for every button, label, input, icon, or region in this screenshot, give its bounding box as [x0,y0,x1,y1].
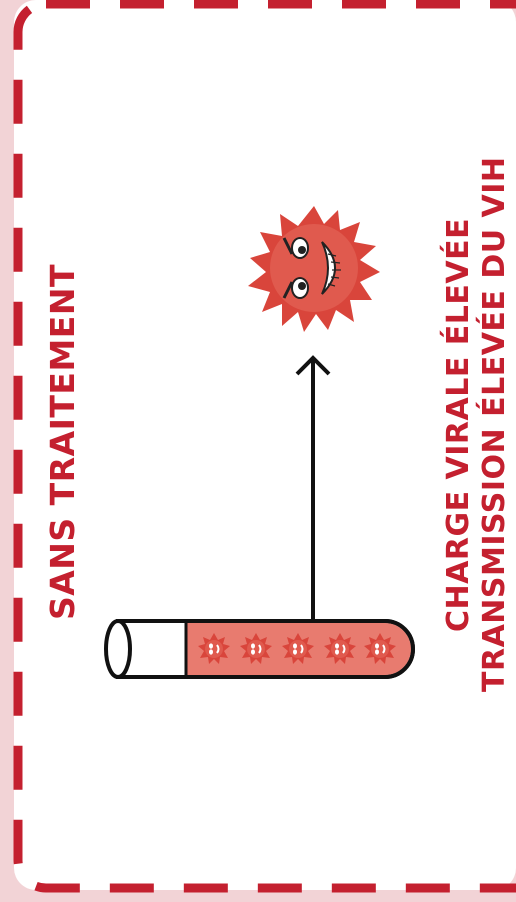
arrow-up-icon [297,358,329,620]
test-tube-icon [106,621,413,677]
virus-icon [248,206,380,332]
